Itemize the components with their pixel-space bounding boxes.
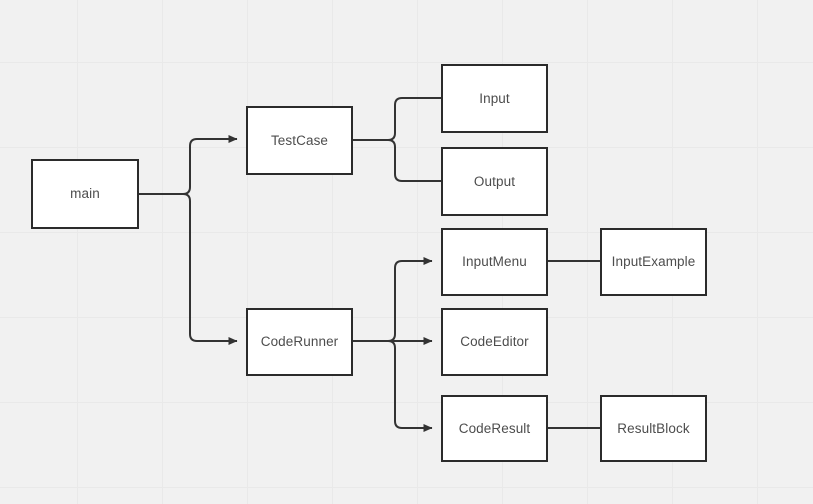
node-label-input: Input — [479, 90, 510, 106]
node-label-resultblock: ResultBlock — [617, 420, 690, 436]
edge-coderunner-coderesult — [353, 340, 433, 432]
edge-coderunner-inputmenu — [353, 257, 433, 342]
node-input[interactable]: Input — [441, 64, 548, 133]
node-label-inputexample: InputExample — [611, 254, 696, 270]
node-main[interactable]: main — [31, 159, 139, 229]
node-label-output: Output — [473, 173, 516, 189]
node-resultblock[interactable]: ResultBlock — [600, 395, 707, 462]
node-coderunner[interactable]: CodeRunner — [246, 308, 353, 376]
node-testcase[interactable]: TestCase — [246, 106, 353, 175]
node-label-main: main — [70, 186, 100, 202]
node-inputmenu[interactable]: InputMenu — [441, 228, 548, 296]
edge-testcase-output — [353, 139, 441, 182]
edge-main-coderunner — [139, 193, 238, 345]
node-label-inputmenu: InputMenu — [462, 254, 527, 270]
node-label-coderunner: CodeRunner — [260, 334, 339, 350]
node-label-coderesult: CodeResult — [458, 420, 531, 436]
node-label-codeeditor: CodeEditor — [460, 334, 529, 350]
node-codeeditor[interactable]: CodeEditor — [441, 308, 548, 376]
edge-main-testcase — [139, 135, 238, 195]
edge-testcase-input — [353, 97, 441, 141]
node-output[interactable]: Output — [441, 147, 548, 216]
node-coderesult[interactable]: CodeResult — [441, 395, 548, 462]
node-inputexample[interactable]: InputExample — [600, 228, 707, 296]
node-label-testcase: TestCase — [270, 132, 329, 148]
